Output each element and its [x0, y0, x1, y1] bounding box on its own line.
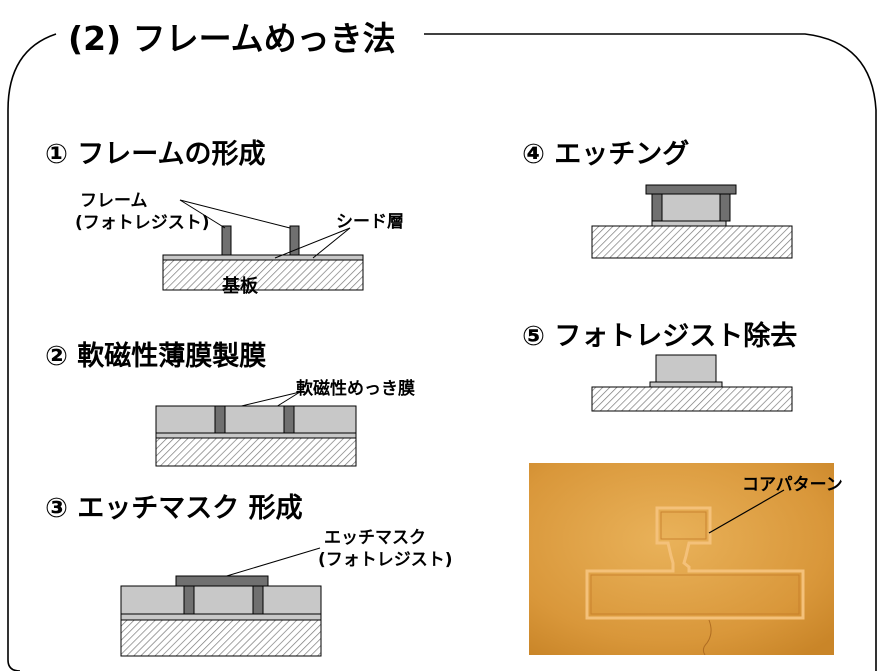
diagram-step-1: [162, 225, 364, 291]
etch-mask: [175, 575, 269, 587]
core-leader-line: [708, 489, 785, 534]
core-film: [661, 193, 721, 222]
step-2-title: ② 軟磁性薄膜製膜: [45, 341, 267, 372]
plated-film: [155, 405, 357, 434]
frame-resist-left: [214, 405, 226, 434]
step-1-title: ① フレームの形成: [45, 139, 266, 170]
seed-layer: [120, 613, 322, 621]
seed-layer: [162, 254, 364, 261]
diagram-step-2: [155, 405, 357, 467]
frame-label-line2: (フォトレジスト): [75, 213, 210, 233]
core-pattern-photo: [529, 463, 834, 655]
step-4-title: ④ エッチング: [522, 139, 690, 170]
substrate: [120, 619, 322, 657]
frame-resist-right: [283, 405, 295, 434]
substrate: [162, 259, 364, 291]
etch-mask: [645, 184, 737, 195]
substrate-label: 基板: [222, 276, 258, 297]
core-outline: [585, 506, 805, 620]
seed-layer-label: シード層: [336, 212, 404, 232]
substrate: [591, 386, 793, 412]
frame-label: フレーム (フォトレジスト): [75, 190, 210, 234]
diagram-step-5: [591, 354, 793, 412]
seed-layer: [155, 432, 357, 439]
diagram-step-3: [120, 575, 322, 657]
frame-resist-left: [651, 193, 663, 222]
substrate: [591, 225, 793, 259]
page-title: (2) フレームめっき法: [68, 19, 396, 58]
frame-resist-right: [719, 193, 731, 222]
step-5-title: ⑤ フォトレジスト除去: [522, 321, 798, 352]
substrate: [155, 437, 357, 467]
core-pattern-label: コアパターン: [742, 475, 843, 495]
frame-resist-left: [221, 225, 232, 256]
frame-label-line1: フレーム: [80, 191, 148, 211]
seed-layer-remnant: [651, 220, 727, 227]
seed-layer-remnant: [649, 381, 723, 388]
etch-mask-label: エッチマスク (フォトレジスト): [318, 527, 453, 571]
core-film: [655, 354, 717, 383]
plated-film: [120, 585, 322, 615]
frame-resist-right: [252, 585, 264, 615]
frame-resist-right: [289, 225, 300, 256]
etch-mask-label-line1: エッチマスク: [324, 528, 426, 548]
diagram-step-4: [591, 184, 793, 259]
plated-film-label: 軟磁性めっき膜: [296, 379, 415, 399]
frame-resist-left: [183, 585, 195, 615]
step-3-title: ③ エッチマスク 形成: [45, 493, 303, 524]
etch-mask-label-line2: (フォトレジスト): [318, 550, 453, 570]
